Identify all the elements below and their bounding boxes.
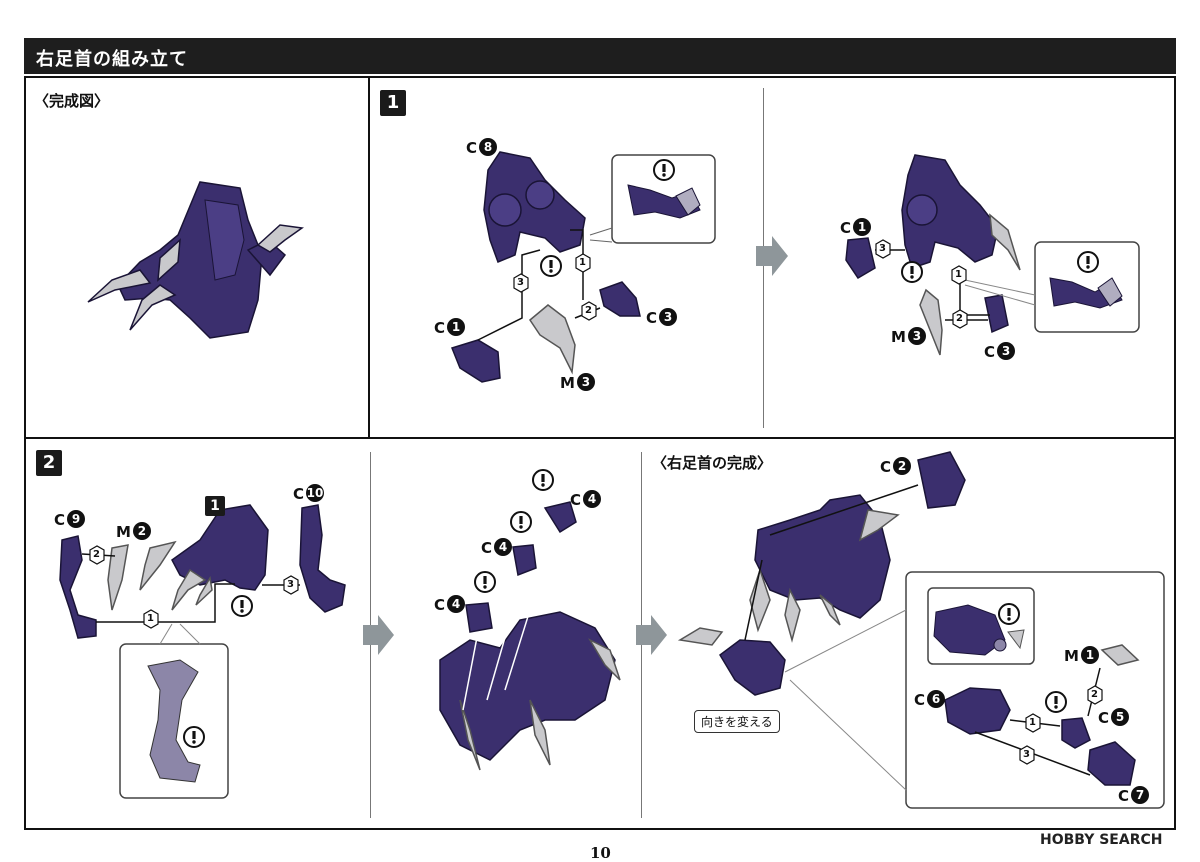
assembly-arrows — [744, 484, 919, 641]
step1-part-m3 — [529, 304, 576, 375]
turn-direction-note: 向きを変える — [694, 710, 780, 733]
complete-view-label: 〈完成図〉 — [34, 92, 110, 110]
step-reference-badge: 1 — [205, 496, 225, 516]
right-ankle-complete-label: 〈右足首の完成〉 — [652, 454, 773, 472]
next-arrow — [636, 615, 667, 655]
order-mark: 2 — [1091, 689, 1098, 700]
section-title: 右足首の組み立て — [36, 49, 188, 70]
order-mark: 2 — [93, 549, 100, 560]
watermark: HOBBY SEARCH — [1040, 832, 1163, 848]
order-mark: 2 — [956, 313, 963, 324]
step-number: 2 — [36, 450, 62, 476]
step1-part-c3 — [599, 281, 641, 317]
detail-parts — [944, 644, 1140, 786]
step2-middle-figure — [439, 501, 621, 771]
right-ankle-figure — [677, 451, 966, 696]
step-number: 1 — [380, 90, 406, 116]
next-arrow — [756, 236, 788, 276]
assembly-arrows — [462, 529, 556, 711]
order-mark: 3 — [1023, 749, 1030, 760]
order-mark: 1 — [579, 257, 586, 268]
step1-part-c1 — [451, 339, 501, 383]
section-header: 右足首の組み立て — [24, 38, 1176, 74]
detail-box — [1034, 241, 1140, 333]
step2-left-figure — [59, 504, 346, 639]
order-mark: 3 — [287, 579, 294, 590]
order-mark: 2 — [585, 305, 592, 316]
page-number: 10 — [590, 844, 611, 862]
order-markers — [89, 239, 1103, 765]
order-mark: 3 — [879, 243, 886, 254]
completed-ankle-figure — [87, 181, 304, 339]
next-arrow — [363, 615, 394, 655]
order-mark: 1 — [1029, 717, 1036, 728]
order-mark: 1 — [955, 269, 962, 280]
step1-body-part — [483, 151, 586, 263]
step1-result-figure — [845, 154, 1021, 356]
order-mark: 3 — [517, 277, 524, 288]
order-mark: 1 — [147, 613, 154, 624]
